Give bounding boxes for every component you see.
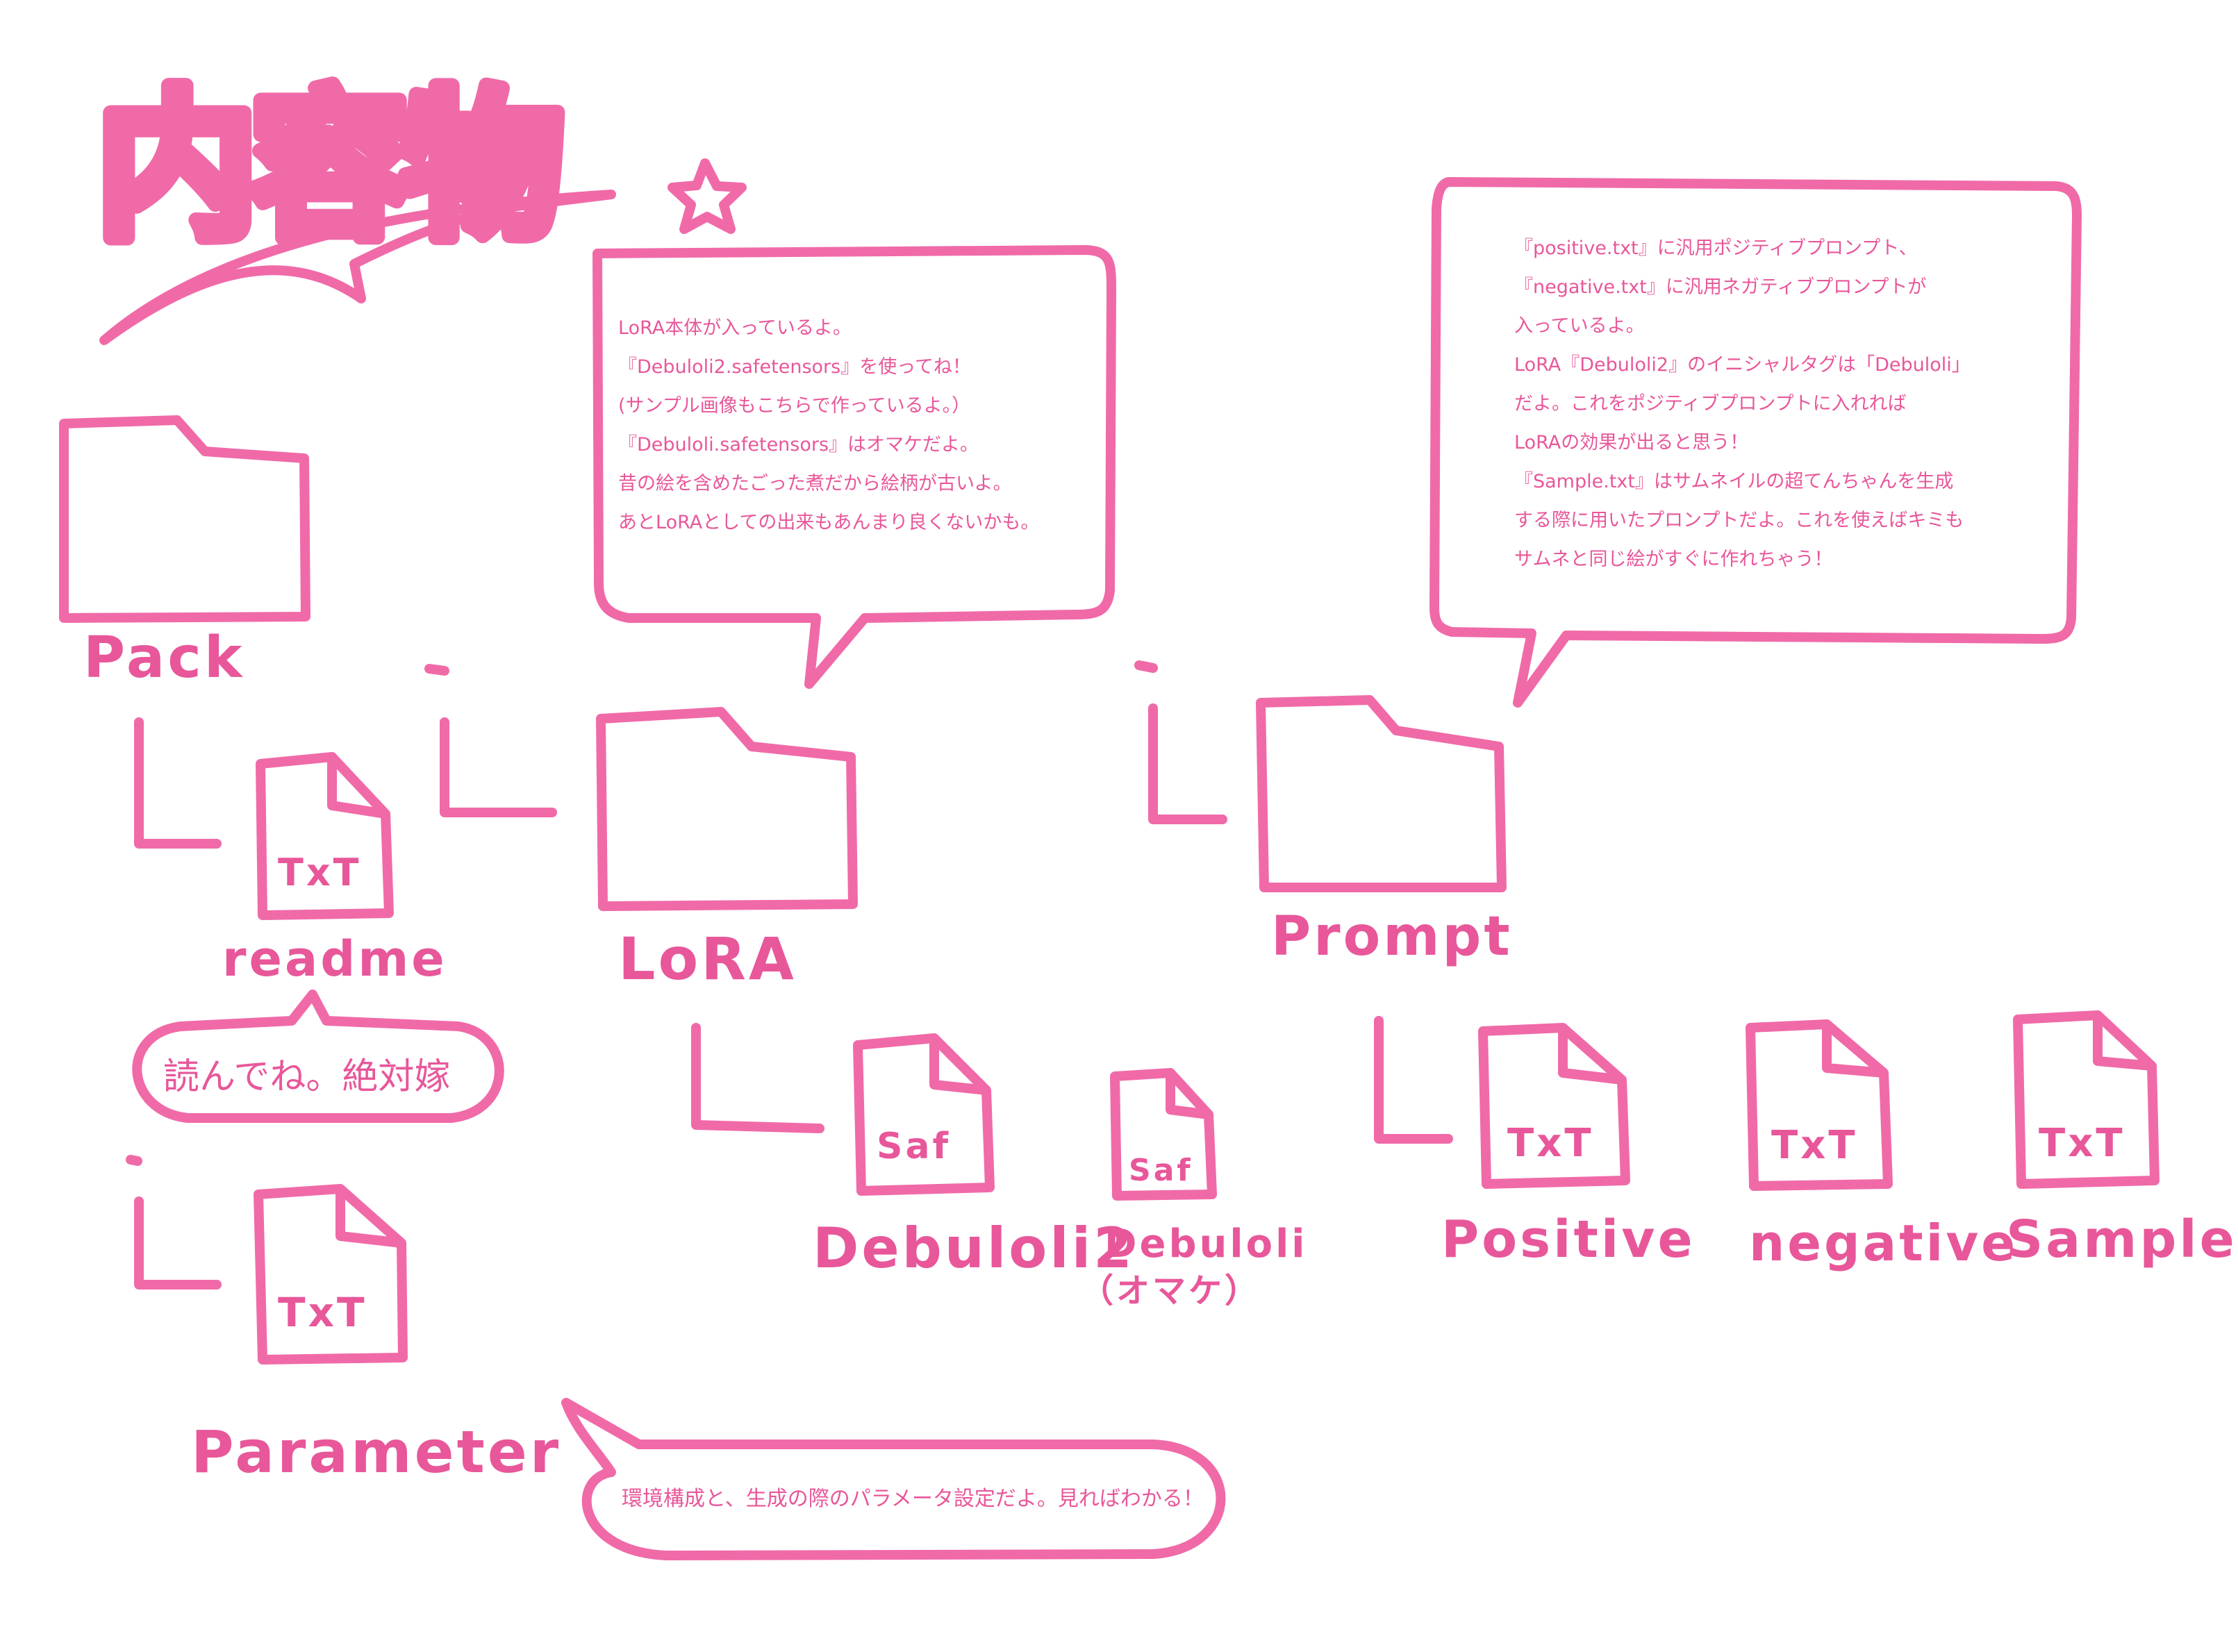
prompt-line-5: だよ。これをポジティブプロンプトに入れれば	[1514, 393, 1907, 415]
file-debuloli2-ext: Saf	[877, 1126, 951, 1167]
lora-bubble-shape	[592, 245, 1116, 689]
file-sample-label: Sample	[2006, 1210, 2237, 1269]
readme-bubble-text: 読んでね。絶対嫁	[163, 1056, 450, 1098]
readme-bubble-shape	[132, 990, 504, 1123]
lora-line-1: LoRA本体が入っているよ。	[618, 317, 852, 339]
file-debuloli-note: （オマケ）	[1080, 1271, 1261, 1310]
prompt-line-4: LoRA『Debuloli2』のイニシャルタグは「Debuloli」	[1514, 354, 1971, 376]
folder-pack-icon	[59, 415, 310, 623]
file-negative-label: negative	[1749, 1214, 2018, 1272]
file-positive-label: Positive	[1441, 1210, 1696, 1269]
tick-mark-1	[424, 664, 449, 676]
file-debuloli-icon	[1110, 1068, 1217, 1201]
star-icon	[668, 158, 747, 234]
lora-line-3: (サンプル画像もこちらで作っているよ。）	[618, 395, 971, 417]
file-parameter-icon	[254, 1184, 408, 1365]
file-sample-ext: TxT	[2039, 1121, 2125, 1166]
file-parameter-label: Parameter	[191, 1418, 561, 1486]
readme-bubble: 読んでね。絶対嫁	[132, 990, 504, 1123]
connector-prompt-files	[1374, 1016, 1453, 1144]
prompt-bubble-text: 『positive.txt』に汎用ポジティブプロンプト、 『negative.t…	[1514, 229, 1971, 579]
connector-readme	[134, 717, 222, 849]
connector-prompt	[1148, 703, 1227, 824]
connector-lora	[440, 717, 557, 817]
folder-pack: Pack	[59, 415, 310, 691]
prompt-line-6: LoRAの効果が出ると思う！	[1514, 432, 1749, 453]
file-readme-ext: TxT	[278, 851, 362, 894]
lora-line-2: 『Debuloli2.safetensors』を使ってね！	[618, 356, 971, 378]
file-debuloli-ext: Saf	[1129, 1153, 1193, 1188]
folder-prompt: Prompt	[1256, 695, 1513, 968]
file-positive: TxT Positive	[1441, 1023, 1696, 1269]
file-readme-label: readme	[222, 931, 447, 987]
file-positive-icon	[1478, 1023, 1630, 1189]
file-debuloli: Saf Debuloli （オマケ）	[1080, 1068, 1307, 1310]
tick-mark-3	[126, 1155, 142, 1166]
folder-lora: LoRA	[596, 707, 858, 993]
title-group: 内容物	[90, 67, 747, 345]
folder-pack-label: Pack	[83, 625, 244, 691]
folder-prompt-label: Prompt	[1271, 906, 1513, 968]
prompt-line-7: 『Sample.txt』はサムネイルの超てんちゃんを生成	[1514, 471, 1954, 492]
file-negative: TxT negative	[1746, 1019, 2018, 1272]
parameter-bubble-text: 環境構成と、生成の際のパラメータ設定だよ。見ればわかる！	[622, 1487, 1204, 1511]
file-sample: TxT Sample	[2006, 1010, 2237, 1269]
prompt-line-1: 『positive.txt』に汎用ポジティブプロンプト、	[1514, 237, 1918, 259]
file-parameter: TxT Parameter	[191, 1184, 561, 1486]
file-negative-ext: TxT	[1771, 1123, 1858, 1168]
file-readme-icon	[256, 752, 394, 920]
prompt-line-9: サムネと同じ絵がすぐに作れちゃう！	[1514, 549, 1833, 570]
file-debuloli2-icon	[853, 1033, 995, 1196]
lora-line-6: あとLoRAとしての出来もあんまり良くないかも。	[618, 512, 1040, 533]
file-negative-icon	[1746, 1019, 1893, 1191]
file-debuloli-label: Debuloli	[1104, 1221, 1307, 1267]
file-debuloli2-label: Debuloli2	[813, 1216, 1135, 1280]
file-debuloli2: Saf Debuloli2	[813, 1033, 1135, 1280]
file-sample-icon	[2013, 1010, 2160, 1189]
lora-line-4: 『Debuloli.safetensors』はオマケだよ。	[618, 434, 979, 456]
parameter-bubble-shape	[561, 1398, 1226, 1560]
connector-debuloli2	[691, 1023, 824, 1133]
file-parameter-ext: TxT	[278, 1289, 367, 1336]
folder-lora-label: LoRA	[618, 925, 797, 993]
file-positive-ext: TxT	[1507, 1121, 1594, 1166]
title-swoosh	[99, 190, 616, 345]
prompt-line-8: する際に用いたプロンプトだよ。これを使えばキミも	[1514, 510, 1964, 531]
lora-bubble-text: LoRA本体が入っているよ。 『Debuloli2.safetensors』を使…	[618, 309, 1039, 542]
prompt-bubble-shape	[1429, 177, 2082, 708]
prompt-bubble	[1429, 177, 2082, 708]
parameter-bubble: 環境構成と、生成の際のパラメータ設定だよ。見ればわかる！	[561, 1398, 1226, 1560]
file-readme: TxT readme	[222, 752, 447, 987]
lora-line-5: 昔の絵を含めたごった煮だから絵柄が古いよ。	[618, 473, 1012, 494]
tick-mark-2	[1134, 660, 1158, 673]
folder-lora-icon	[596, 707, 858, 911]
prompt-line-2: 『negative.txt』に汎用ネガティブプロンプトが	[1514, 276, 1927, 298]
lora-bubble	[592, 245, 1116, 689]
folder-prompt-icon	[1256, 695, 1507, 892]
connector-parameter	[134, 1196, 222, 1290]
prompt-line-3: 入っているよ。	[1514, 315, 1645, 337]
